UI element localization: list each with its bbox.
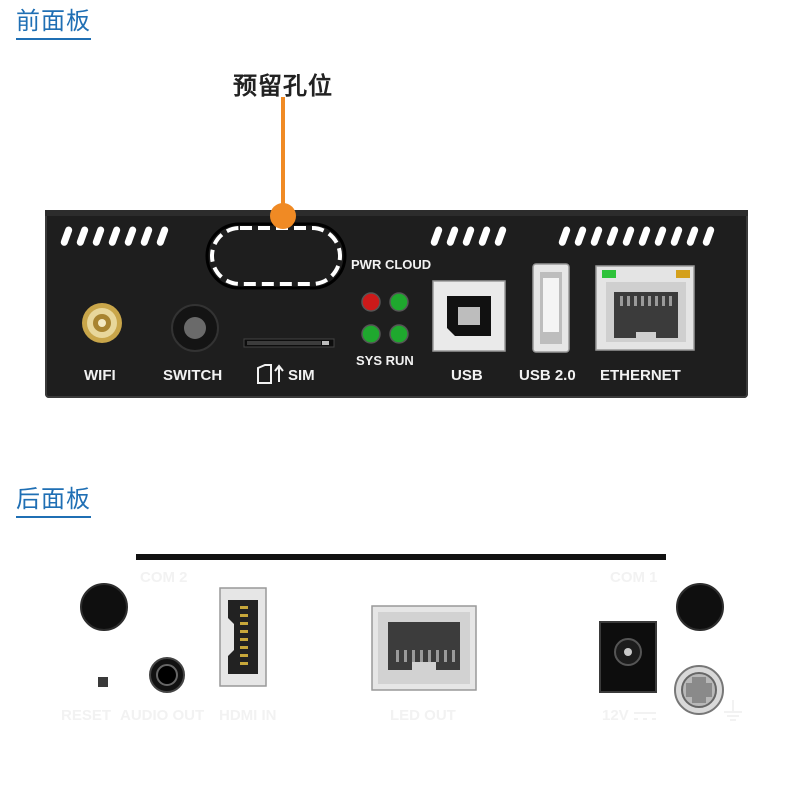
back-panel-top-rail [136, 554, 666, 560]
callout-dot [270, 203, 296, 229]
sys-run-label: SYS RUN [356, 353, 414, 368]
led-out-port-icon [371, 605, 477, 691]
cloud-led-icon [389, 292, 409, 312]
usb-label: USB [451, 367, 483, 384]
wifi-connector-icon [82, 303, 122, 343]
sim-label: SIM [288, 367, 315, 384]
wifi-label: WIFI [84, 367, 116, 384]
dc-symbol-icon [634, 712, 656, 720]
run-led-icon [389, 324, 409, 344]
power-12v-label: 12V [602, 707, 629, 724]
com1-label: COM 1 [610, 569, 658, 586]
switch-button-icon [171, 304, 219, 352]
ethernet-label: ETHERNET [600, 367, 681, 384]
audio-jack-icon [149, 657, 185, 693]
audio-out-label: AUDIO OUT [120, 707, 205, 724]
ground-screw-icon [674, 665, 724, 715]
reserved-hole-callout: 预留孔位 [233, 72, 333, 100]
com1-port-icon [676, 583, 724, 631]
sim-card-icon [257, 364, 284, 384]
front-vents-left [60, 226, 169, 246]
led-out-label: LED OUT [390, 707, 456, 724]
reset-label: RESET [61, 707, 112, 724]
front-panel-title: 前面板 [16, 6, 91, 40]
dc-power-jack-icon [599, 621, 657, 693]
reserved-hole [205, 222, 347, 290]
reserved-hole-outline [210, 226, 342, 286]
pwr-cloud-label: PWR CLOUD [351, 257, 432, 272]
back-vents [287, 568, 588, 588]
usb2-label: USB 2.0 [519, 367, 576, 384]
com2-port-icon [80, 583, 128, 631]
usb-b-port-icon [432, 280, 506, 352]
ethernet-port-icon [595, 265, 695, 351]
usb-a-port-icon [532, 263, 570, 353]
switch-label: SWITCH [163, 367, 223, 384]
reset-hole-icon [98, 677, 108, 687]
front-panel-top-edge [45, 210, 748, 216]
sim-slot-icon [243, 338, 335, 348]
pwr-led-icon [361, 292, 381, 312]
com2-label: COM 2 [140, 569, 188, 586]
ground-symbol-icon [724, 700, 742, 721]
front-vents-right [430, 226, 715, 246]
sys-led-icon [361, 324, 381, 344]
hdmi-in-label: HDMI IN [219, 707, 277, 724]
hdmi-port-icon [219, 587, 267, 687]
back-panel-title: 后面板 [16, 484, 91, 518]
